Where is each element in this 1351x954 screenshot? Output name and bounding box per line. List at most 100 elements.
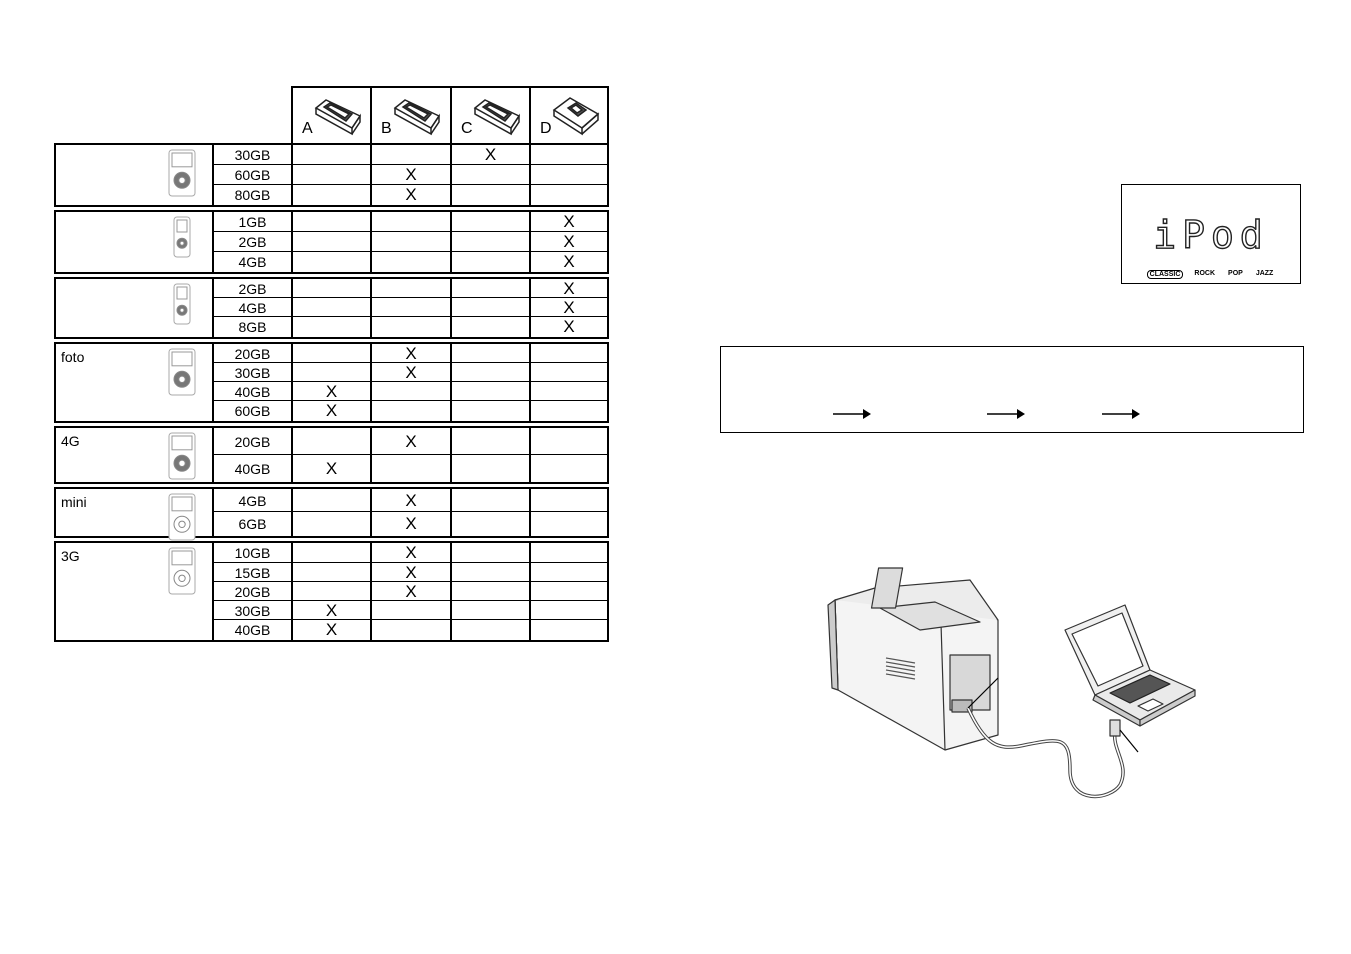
compat-mark-b: [371, 145, 451, 165]
model-name: 3G: [61, 548, 80, 564]
col-divider-0: [291, 143, 293, 207]
capacity-cell: 40GB: [234, 383, 271, 400]
group-left-border: [54, 426, 56, 484]
compat-mark-a: [292, 489, 371, 512]
row-divider: [213, 400, 608, 401]
row-divider: [213, 251, 608, 252]
capacity-cell: 80GB: [234, 187, 271, 203]
group-bottom-border: [54, 640, 608, 642]
compat-mark-a: [292, 185, 371, 205]
capacity-cell: 8GB: [238, 319, 267, 335]
compat-mark-b: [371, 232, 451, 252]
dock-adapter-a-icon: [314, 99, 362, 136]
header-col-divider-0: [291, 86, 293, 143]
group-left-border: [54, 541, 56, 642]
group-top-border: [54, 426, 608, 428]
eq-mode-rock: ROCK: [1194, 270, 1216, 277]
row-divider: [213, 581, 608, 582]
compat-mark-a: [292, 317, 371, 337]
compat-mark-d: [530, 489, 608, 512]
compat-mark-a: [292, 543, 371, 563]
compat-mark-b: [371, 601, 451, 620]
compat-mark-d: [530, 582, 608, 601]
compat-mark-c: [451, 185, 530, 205]
compat-mark-c: [451, 232, 530, 252]
group-top-border: [54, 541, 608, 543]
col-divider-3: [529, 143, 531, 207]
col-divider-4: [607, 342, 609, 423]
dock-adapter-c-icon: [473, 99, 521, 136]
compat-mark-a: X: [325, 401, 338, 420]
compat-mark-b: [371, 401, 451, 421]
col-divider-2: [450, 487, 452, 538]
col-divider-3: [529, 541, 531, 642]
col-divider-3: [529, 342, 531, 423]
group-left-border: [54, 210, 56, 274]
group-bottom-border: [54, 482, 608, 484]
compat-mark-d: [530, 455, 608, 482]
group-bottom-border: [54, 421, 608, 423]
compat-mark-b: [371, 298, 451, 317]
col-divider-4: [607, 277, 609, 339]
col-divider-2: [450, 426, 452, 484]
compat-mark-c: [451, 363, 530, 382]
compat-mark-a: [292, 582, 371, 601]
arrow-1-head: [863, 409, 871, 419]
row-divider: [213, 381, 608, 382]
compat-mark-a: [292, 344, 371, 363]
compat-mark-d: [530, 344, 608, 363]
compat-mark-c: [451, 489, 530, 512]
col-divider-0: [291, 426, 293, 484]
capacity-cell: 2GB: [238, 234, 267, 250]
compat-mark-d: [530, 165, 608, 185]
group-left-border: [54, 143, 56, 207]
compat-mark-d: X: [563, 252, 575, 271]
compat-mark-c: [451, 401, 530, 421]
model-name: 4G: [61, 433, 80, 449]
model-divider: [212, 277, 214, 339]
compat-mark-a: [292, 428, 371, 455]
col-divider-2: [450, 342, 452, 423]
ipod-3g-icon: [168, 547, 196, 595]
dock-adapter-d-icon: [552, 97, 600, 136]
col-divider-1: [370, 277, 372, 339]
col-divider-0: [291, 277, 293, 339]
ipod-nano-icon: [173, 283, 191, 325]
compat-mark-d: [530, 512, 608, 536]
compat-mark-d: [530, 382, 608, 401]
capacity-cell: 60GB: [234, 167, 271, 183]
capacity-cell: 4GB: [238, 254, 267, 270]
model-name: foto: [61, 349, 85, 365]
dock-adapter-b-icon: [393, 99, 441, 136]
usb-connection-illustration: [827, 567, 1196, 799]
compat-mark-c: [451, 428, 530, 455]
col-divider-3: [529, 210, 531, 274]
group-top-border: [54, 277, 608, 279]
col-divider-2: [450, 541, 452, 642]
col-divider-1: [370, 541, 372, 642]
main-unit-illustration: [827, 567, 999, 751]
compat-mark-a: [292, 563, 371, 582]
capacity-cell: 20GB: [234, 433, 271, 450]
compat-mark-c: [451, 543, 530, 563]
compat-mark-b: X: [405, 431, 417, 451]
compat-mark-c: [451, 601, 530, 620]
group-left-border: [54, 487, 56, 538]
compat-mark-a: X: [325, 381, 338, 401]
row-divider: [213, 316, 608, 317]
dock-label-a: A: [302, 120, 313, 137]
model-divider: [212, 487, 214, 538]
eq-mode-jazz: JAZZ: [1255, 270, 1274, 277]
mode-sequence-box: [720, 346, 1304, 433]
group-top-border: [54, 143, 608, 145]
row-divider: [213, 619, 608, 620]
group-bottom-border: [54, 205, 608, 207]
capacity-cell: 30GB: [234, 364, 271, 381]
compat-mark-a: [292, 363, 371, 382]
arrow-2-head: [1017, 409, 1025, 419]
compat-mark-a: X: [325, 458, 338, 478]
model-divider: [212, 143, 214, 207]
header-col-divider-3: [529, 86, 531, 143]
model-divider: [212, 210, 214, 274]
group-left-border: [54, 342, 56, 423]
